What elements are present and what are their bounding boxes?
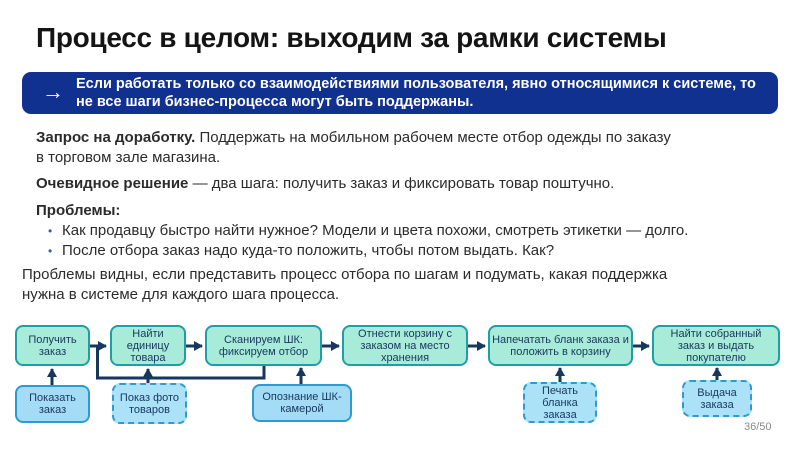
process-step-find-item: Найти единицу товара [110, 325, 186, 366]
bullet-icon: • [48, 224, 53, 238]
problems-heading: Проблемы: [36, 202, 121, 219]
problems-list: • Как продавцу быстро найти нужное? Модел… [48, 221, 768, 261]
page-title: Процесс в целом: выходим за рамки систем… [36, 22, 667, 53]
list-item: • Как продавцу быстро найти нужное? Модел… [48, 221, 768, 241]
conclusion-paragraph: Проблемы видны, если представить процесс… [22, 266, 668, 303]
problem-text: Как продавцу быстро найти нужное? Модели… [62, 222, 689, 239]
problem-text: После отбора заказ надо куда-то положить… [62, 242, 555, 259]
support-step-show-order: Показать заказ [15, 385, 90, 423]
process-step-get-order: Получить заказ [15, 325, 90, 366]
callout-text: Если работать только со взаимодействиями… [76, 76, 756, 110]
process-step-scan-barcode: Сканируем ШК: фиксируем отбор [205, 325, 322, 366]
arrow-right-icon: → [42, 79, 64, 104]
support-step-issue-order: Выдача заказа [682, 380, 752, 417]
support-step-show-photos: Показ фото товаров [112, 383, 187, 424]
support-step-camera-scan: Опознание ШК-камерой [252, 384, 352, 422]
process-step-print-form: Напечатать бланк заказа и положить в кор… [488, 325, 633, 366]
callout-banner: → Если работать только со взаимодействия… [22, 72, 778, 114]
page-number: 36/50 [744, 421, 772, 433]
process-step-hand-over: Найти собранный заказ и выдать покупател… [652, 325, 780, 366]
bullet-icon: • [48, 244, 53, 258]
request-text: Поддержать на мобильном рабочем месте от… [36, 129, 671, 166]
list-item: • После отбора заказ надо куда-то положит… [48, 241, 768, 261]
solution-text: — два шага: получить заказ и фиксировать… [192, 175, 615, 192]
request-paragraph: Запрос на доработку. Поддержать на мобил… [36, 128, 676, 168]
request-label: Запрос на доработку. [36, 129, 196, 146]
support-step-print-blank: Печать бланка заказа [523, 382, 597, 423]
solution-label: Очевидное решение [36, 175, 189, 192]
process-step-carry-basket: Отнести корзину с заказом на место хране… [342, 325, 468, 366]
solution-paragraph: Очевидное решение — два шага: получить з… [36, 174, 756, 194]
